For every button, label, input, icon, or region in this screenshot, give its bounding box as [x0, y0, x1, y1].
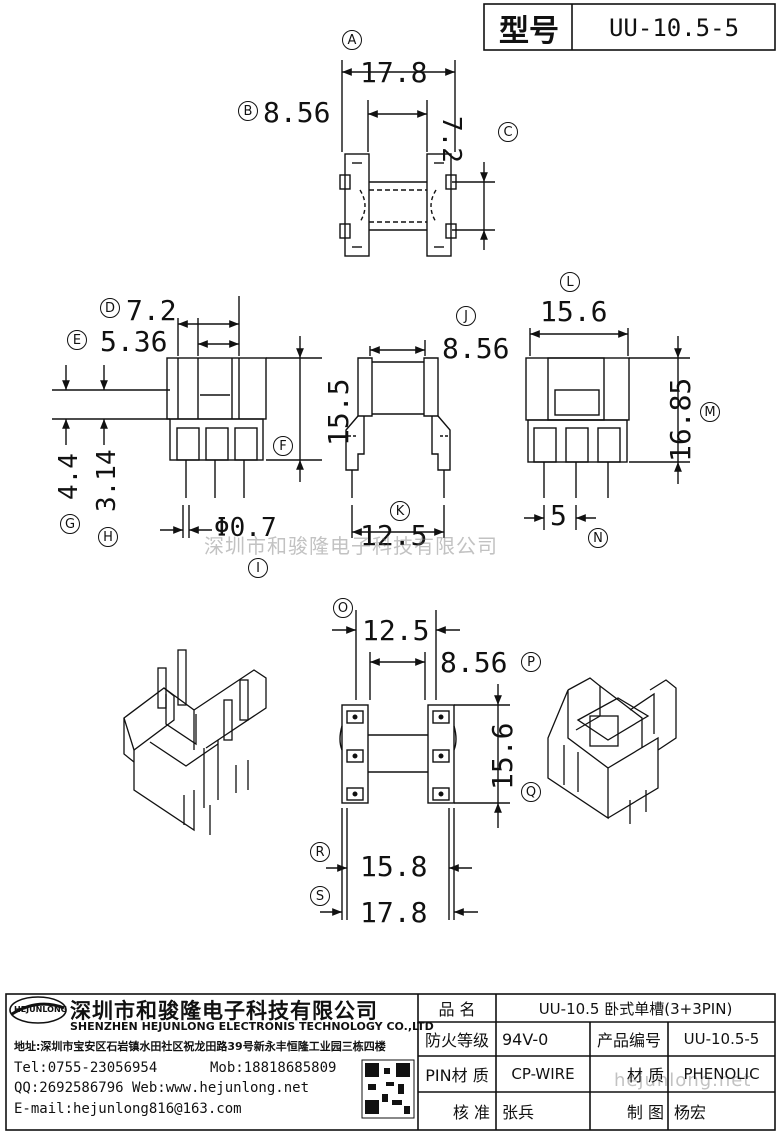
marker-j: J — [456, 306, 476, 326]
bottom-view-drawing — [320, 610, 510, 920]
model-label: 型号 — [499, 14, 559, 49]
product-code-value: UU-10.5-5 — [683, 1030, 760, 1048]
company-name-en: SHENZHEN HEJUNLONG ELECTRONIS TECHNOLOGY… — [70, 1020, 434, 1033]
dim-l-value: 15.6 — [540, 295, 608, 328]
dim-m-value: 16.85 — [664, 377, 697, 462]
qr-code — [361, 1059, 415, 1119]
marker-g: G — [60, 514, 80, 534]
marker-i: I — [248, 558, 268, 578]
marker-b: B — [238, 101, 258, 121]
product-name-value: UU-10.5 卧式单槽(3+3PIN) — [538, 999, 733, 1018]
watermark-url: hejunlong.net — [614, 1070, 752, 1091]
isometric-right-drawing — [547, 677, 677, 824]
drawn-by-value: 杨宏 — [674, 1103, 707, 1122]
dim-n-value: 5 — [550, 499, 567, 532]
dim-r-value: 15.8 — [360, 850, 428, 883]
isometric-left-drawing — [123, 649, 267, 835]
company-tel: Tel:0755-23056954 — [14, 1060, 158, 1076]
pin-material-label: PIN材 质 — [425, 1066, 489, 1085]
dim-k-value: 12.5 — [360, 519, 428, 552]
company-address: 地址:深圳市宝安区石岩镇水田社区祝龙田路39号新永丰恒隆工业园三栋四楼 — [14, 1040, 386, 1053]
checked-by-value: 张兵 — [502, 1103, 535, 1122]
marker-c: C — [498, 122, 518, 142]
dim-e-value: 5.36 — [100, 325, 168, 358]
fire-rating-label: 防火等级 — [424, 1031, 489, 1050]
model-value: UU-10.5-5 — [608, 14, 740, 42]
dim-j-value: 8.56 — [442, 332, 510, 365]
marker-p: P — [521, 652, 541, 672]
company-qq-web: QQ:2692586796 Web:www.hejunlong.net — [14, 1080, 310, 1096]
material-label: 材 质 — [626, 1066, 664, 1085]
side-view-left-drawing — [52, 296, 322, 538]
company-logo — [9, 996, 67, 1024]
dim-s-value: 17.8 — [360, 896, 428, 929]
material-value: PHENOLIC — [683, 1065, 760, 1083]
front-view-drawing — [345, 340, 451, 538]
marker-h: H — [98, 527, 118, 547]
watermark-company: 深圳市和骏隆电子科技有限公司 — [204, 534, 498, 558]
dim-c-value: 7.2 — [436, 116, 466, 163]
marker-k: K — [390, 501, 410, 521]
company-name-cn: 深圳市和骏隆电子科技有限公司 — [70, 999, 378, 1023]
drawn-by-label: 制 图 — [626, 1103, 664, 1122]
dim-b-value: 8.56 — [263, 96, 331, 129]
dim-i-value: Φ0.7 — [214, 513, 277, 543]
product-code-label: 产品编号 — [596, 1031, 661, 1050]
fire-rating-value: 94V-0 — [502, 1029, 549, 1049]
marker-d: D — [100, 298, 120, 318]
company-email: E-mail:hejunlong816@163.com — [14, 1101, 242, 1117]
dim-a-value: 17.8 — [360, 56, 428, 89]
marker-o: O — [333, 598, 353, 618]
side-view-right-drawing — [524, 328, 690, 530]
marker-n: N — [588, 528, 608, 548]
checked-by-label: 核 准 — [452, 1103, 490, 1122]
logo-text: HEJUNLONG — [14, 1005, 68, 1014]
dim-g-value: 4.4 — [54, 453, 84, 500]
marker-l: L — [560, 272, 580, 292]
marker-a: A — [342, 30, 362, 50]
dim-p-value: 8.56 — [440, 646, 508, 679]
marker-r: R — [310, 842, 330, 862]
dim-h-value: 3.14 — [92, 449, 122, 512]
dim-o-value: 12.5 — [362, 614, 430, 647]
marker-e: E — [67, 330, 87, 350]
marker-q: Q — [521, 782, 541, 802]
product-name-label: 品 名 — [438, 1000, 476, 1019]
marker-m: M — [700, 402, 720, 422]
dim-f-value: 15.5 — [322, 378, 355, 446]
marker-s: S — [310, 886, 330, 906]
dim-q-value: 15.6 — [486, 722, 519, 790]
company-mob: Mob:18818685809 — [210, 1060, 337, 1076]
pin-material-value: CP-WIRE — [511, 1065, 575, 1083]
marker-f: F — [273, 436, 293, 456]
dim-d-value: 7.2 — [126, 294, 177, 327]
top-view-drawing — [339, 60, 495, 257]
title-block-frame — [5, 3, 776, 1131]
